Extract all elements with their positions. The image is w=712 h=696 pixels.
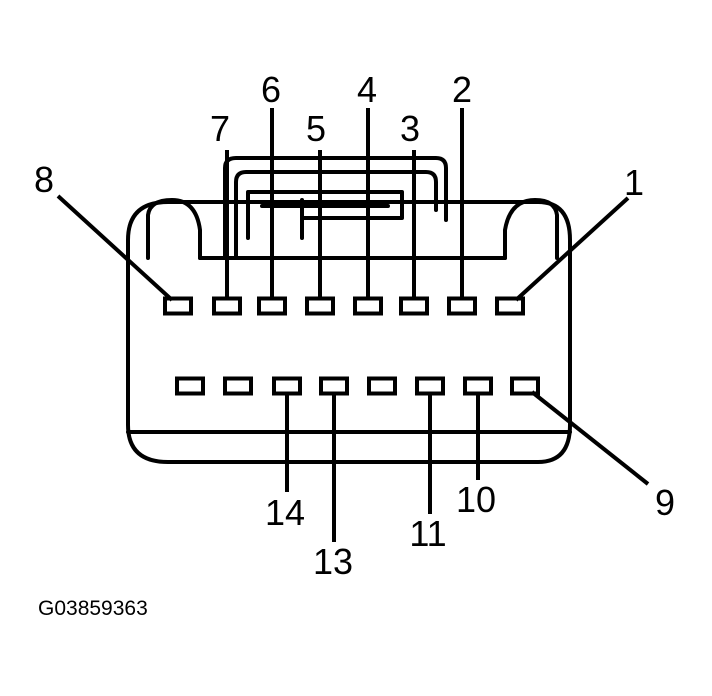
pin-label-4: 4: [356, 69, 378, 110]
pin-cavity-2: [447, 296, 477, 316]
pin-label-13: 13: [312, 541, 354, 582]
pin-cavity-8: [163, 296, 193, 316]
pin-label-9: 9: [654, 482, 676, 523]
pin-cavity-11: [415, 376, 445, 396]
pin-cavity-4: [353, 296, 383, 316]
connector-body-outline: [126, 200, 572, 464]
pin-label-3: 3: [399, 108, 421, 149]
left-latch: [146, 198, 202, 260]
lock-housing-inner: [234, 170, 438, 260]
pin-cavity-5: [305, 296, 335, 316]
pin-cavity-9: [510, 376, 540, 396]
pin-cavity-1: [495, 296, 525, 316]
pin-cavity-13: [319, 376, 349, 396]
figure-code: G03859363: [38, 597, 148, 620]
pin-label-7: 7: [209, 108, 231, 149]
leader-line-pin-1: [514, 196, 630, 302]
pin-label-8: 8: [33, 159, 55, 200]
pin-cavity-14: [272, 376, 302, 396]
pin-cavity-6: [257, 296, 287, 316]
pin-cavity-10: [463, 376, 493, 396]
pin-label-11: 11: [409, 513, 447, 554]
leader-line-pin-8: [56, 194, 174, 302]
pin-cavity-3: [399, 296, 429, 316]
pin-cavity-7: [212, 296, 242, 316]
leader-line-pin-9: [530, 390, 650, 486]
pin-label-5: 5: [305, 108, 327, 149]
pin-label-14: 14: [264, 492, 306, 533]
pin-label-1: 1: [623, 162, 645, 203]
pin-cavity-12: [367, 376, 397, 396]
pin-label-10: 10: [455, 479, 497, 520]
pin-cavity-15: [223, 376, 253, 396]
pin-cavity-16: [175, 376, 205, 396]
pin-label-6: 6: [260, 69, 282, 110]
pin-label-2: 2: [451, 69, 473, 110]
right-latch: [503, 198, 559, 260]
